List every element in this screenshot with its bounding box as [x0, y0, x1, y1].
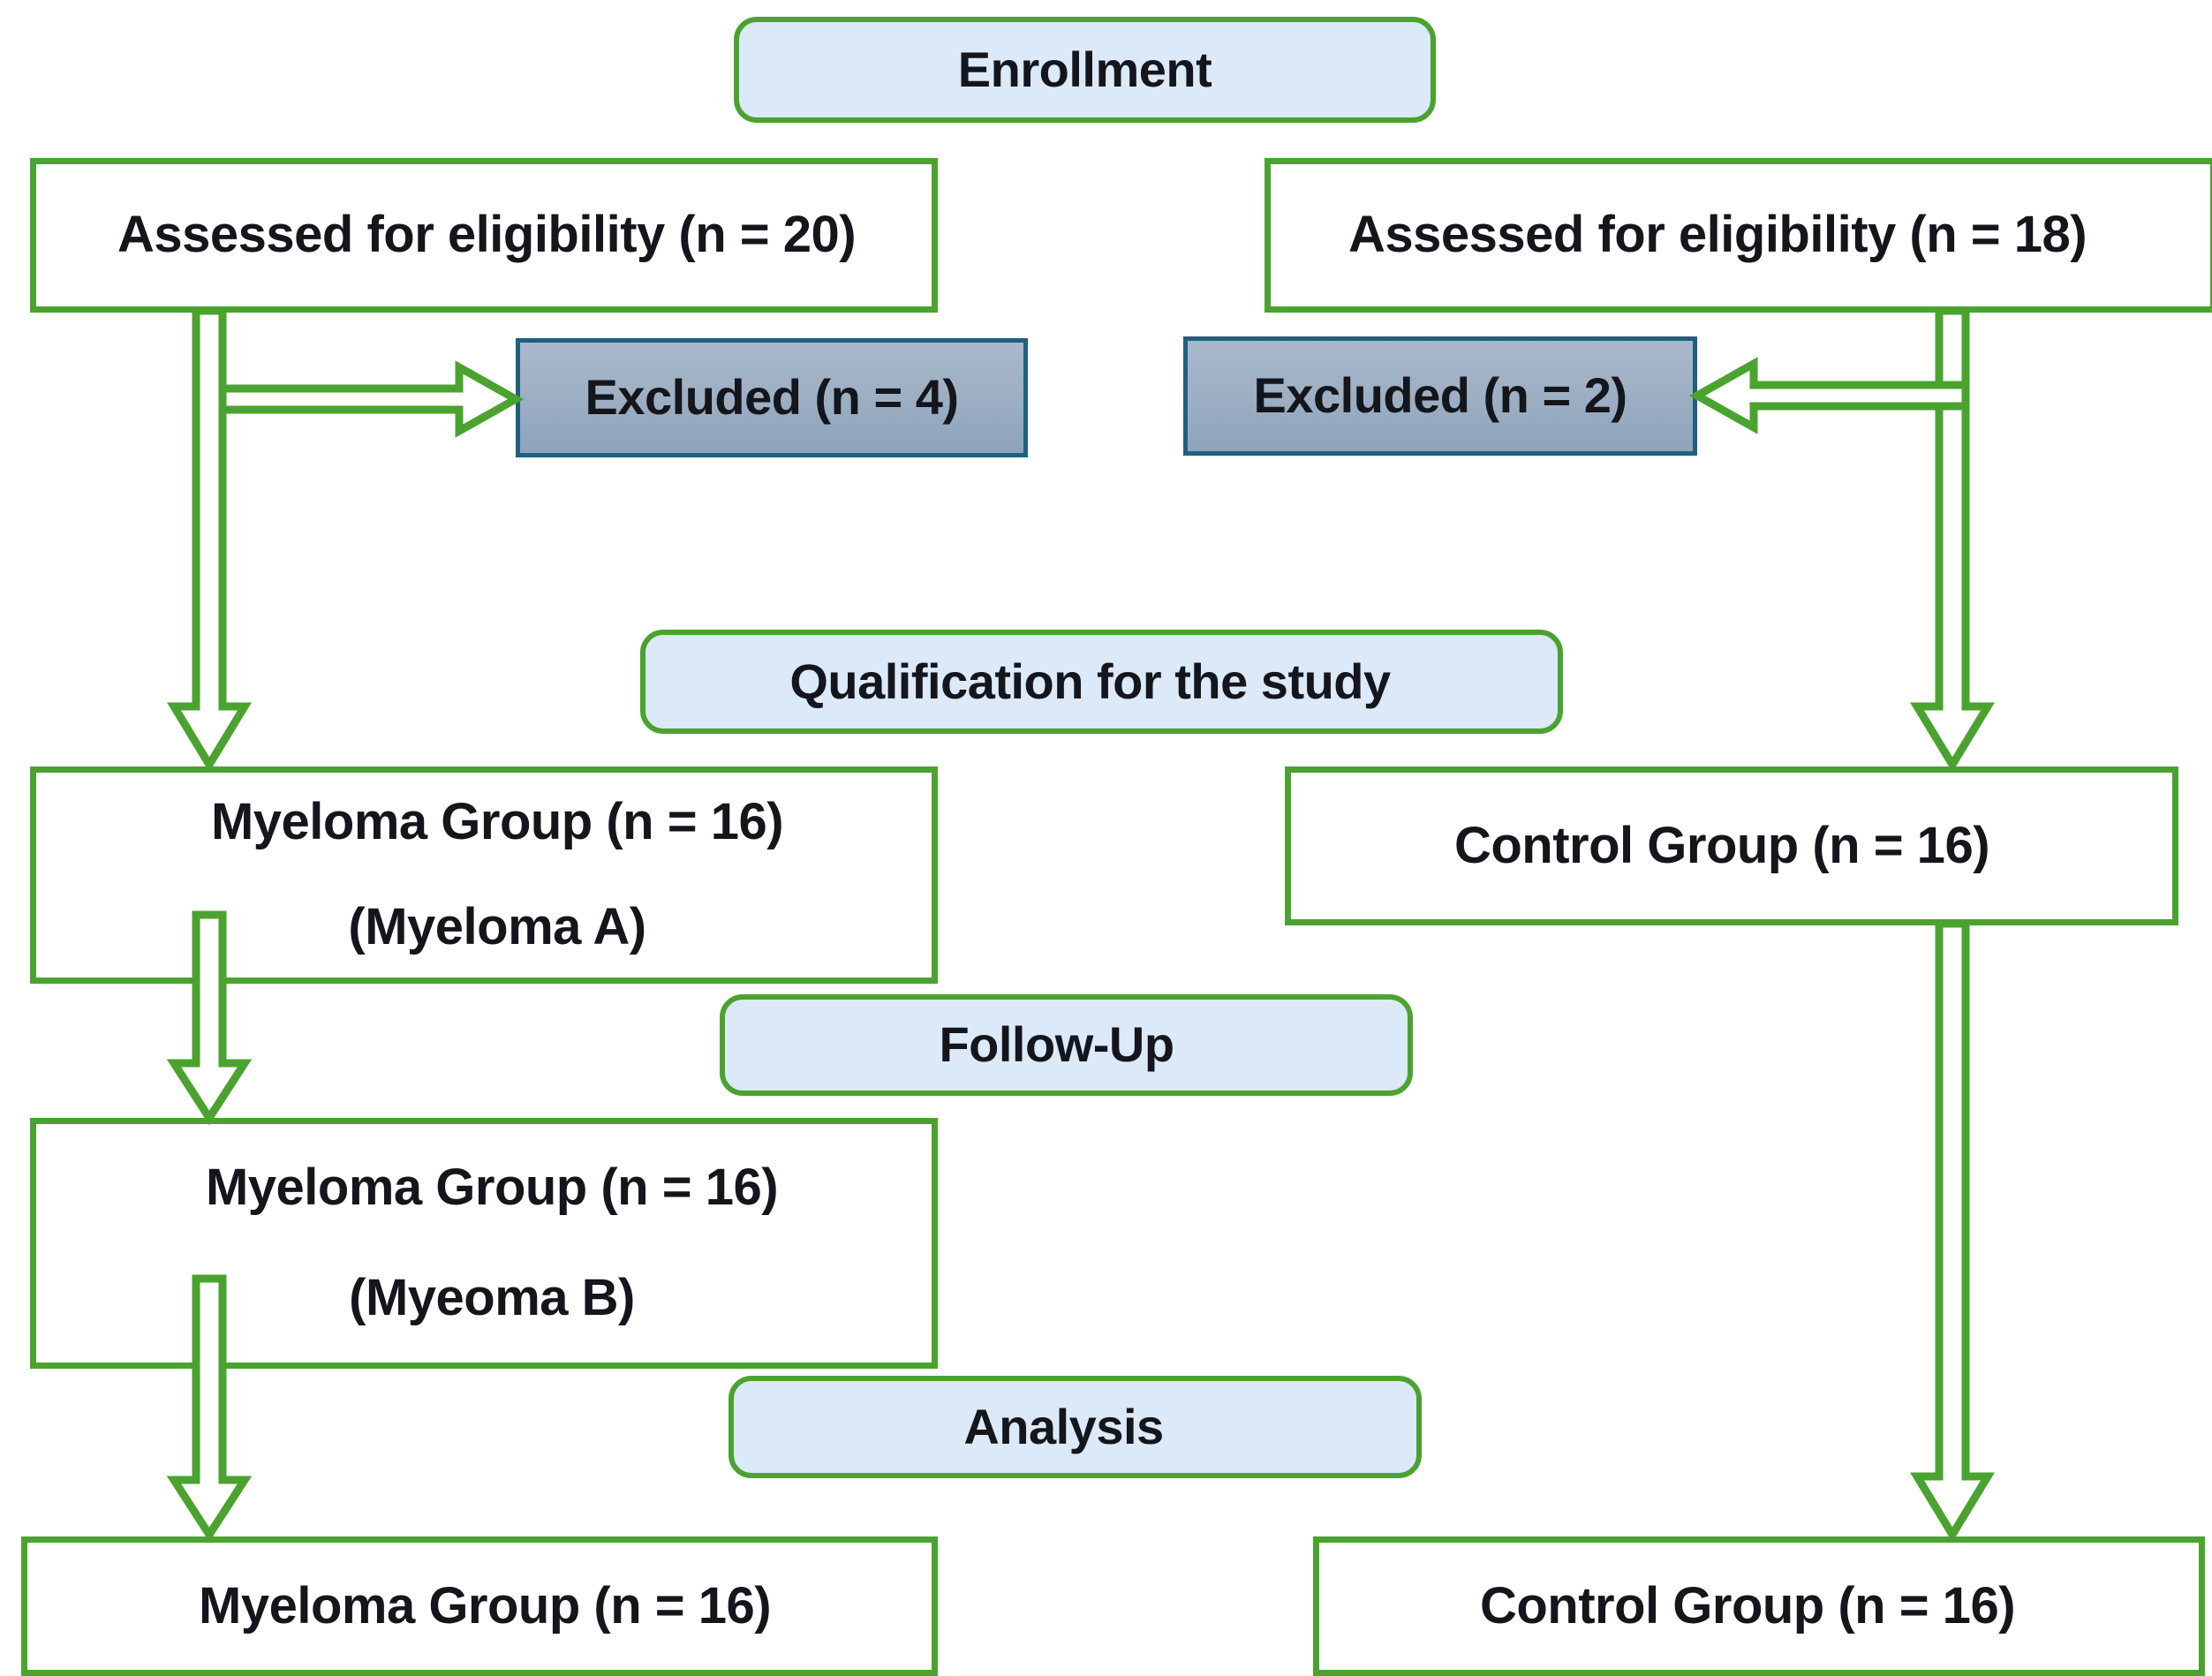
node-myeloma-group-final: Myeloma Group (n = 16) [21, 1536, 938, 1676]
arrow-down-control-mid-to-final [1910, 919, 1995, 1543]
node-excluded-left-label: Excluded (n = 4) [585, 369, 960, 426]
stage-banner-qualification-label: Qualification for the study [789, 653, 1391, 709]
stage-banner-qualification: Qualification for the study [640, 630, 1563, 734]
node-myeloma-group-final-label: Myeloma Group (n = 16) [199, 1576, 772, 1634]
arrow-down-left-to-myeloma-a [167, 306, 252, 773]
node-excluded-left: Excluded (n = 4) [516, 338, 1028, 457]
node-excluded-right-label: Excluded (n = 2) [1253, 367, 1628, 424]
node-myeloma-group-a: Myeloma Group (n = 16) (Myeloma A) [30, 766, 938, 984]
node-control-group-mid-label: Control Group (n = 16) [1453, 816, 1990, 874]
node-excluded-right: Excluded (n = 2) [1183, 336, 1697, 456]
arrow-down-right-to-control-mid [1910, 306, 1995, 773]
stage-banner-followup: Follow-Up [720, 994, 1413, 1096]
stage-banner-enrollment: Enrollment [734, 17, 1436, 123]
node-assessed-left: Assessed for eligibility (n = 20) [30, 158, 938, 313]
arrow-right-to-excluded-left [218, 360, 525, 438]
node-assessed-right-label: Assessed for eligibility (n = 18) [1348, 206, 2087, 264]
stage-banner-followup-label: Follow-Up [939, 1016, 1174, 1073]
node-myeloma-group-b-line1: Myeloma Group (n = 16) [205, 1159, 779, 1217]
stage-banner-analysis-label: Analysis [963, 1398, 1164, 1454]
node-myeloma-group-b-line2: (Myeoma B) [349, 1269, 635, 1326]
node-assessed-right: Assessed for eligibility (n = 18) [1265, 158, 2212, 313]
node-myeloma-group-a-line2: (Myeloma A) [348, 898, 646, 955]
node-myeloma-group-b: Myeloma Group (n = 16) (Myeoma B) [30, 1118, 938, 1369]
arrow-left-to-excluded-right [1688, 357, 1970, 434]
node-control-group-final: Control Group (n = 16) [1313, 1536, 2205, 1676]
node-assessed-left-label: Assessed for eligibility (n = 20) [117, 206, 857, 264]
stage-banner-enrollment-label: Enrollment [957, 41, 1212, 97]
node-control-group-final-label: Control Group (n = 16) [1479, 1576, 2016, 1634]
stage-banner-analysis: Analysis [729, 1376, 1422, 1478]
node-control-group-mid: Control Group (n = 16) [1285, 766, 2178, 925]
node-myeloma-group-a-line1: Myeloma Group (n = 16) [210, 793, 784, 851]
